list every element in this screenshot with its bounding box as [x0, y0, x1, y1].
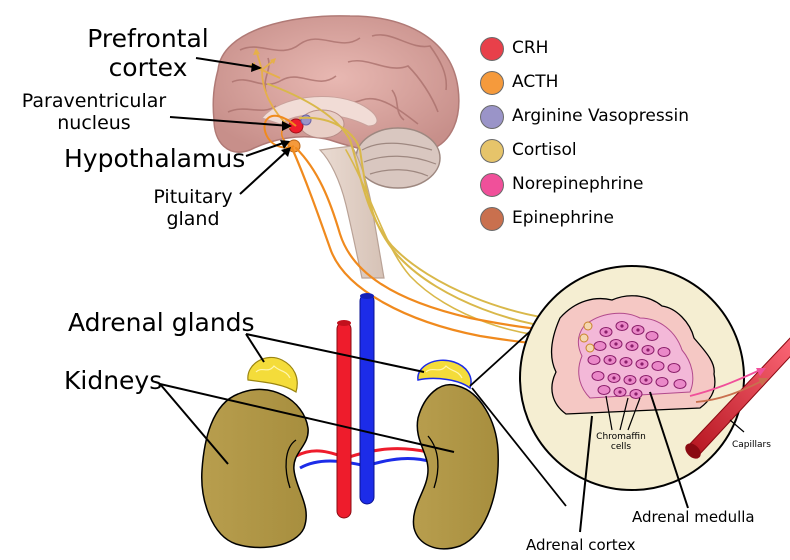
aorta — [337, 322, 351, 518]
left-kidney — [202, 389, 308, 547]
adrenal-glands-label: Adrenal glands — [68, 308, 255, 337]
pituitary-gland-label: Pituitary gland — [140, 186, 246, 230]
prefrontal-label-line1: Prefrontal — [86, 24, 210, 53]
prefrontal-label-line2: cortex — [86, 53, 210, 82]
vena-cava — [360, 294, 374, 504]
crh-swatch — [480, 37, 504, 61]
legend-label-cortisol: Cortisol — [512, 140, 577, 160]
vasopressin-swatch — [480, 105, 504, 129]
legend-label-norepinephrine: Norepinephrine — [512, 174, 643, 194]
cortisol-swatch — [480, 139, 504, 163]
kidneys-label: Kidneys — [64, 366, 162, 395]
pituitary-label-line2: gland — [140, 208, 246, 230]
pituitary-label-line1: Pituitary — [140, 186, 246, 208]
adrenal-cortex-label: Adrenal cortex — [526, 536, 636, 554]
acth-swatch — [480, 71, 504, 95]
right-adrenal-gland — [418, 360, 471, 388]
paraventricular-label-line2: nucleus — [8, 112, 180, 134]
brain-illustration — [213, 16, 459, 278]
legend-label-vasopressin: Arginine Vasopressin — [512, 106, 689, 126]
paraventricular-nucleus-label: Paraventricular nucleus — [8, 90, 180, 134]
norepinephrine-swatch — [480, 173, 504, 197]
cerebellum — [356, 128, 440, 188]
capillars-label: Capillars — [732, 440, 771, 450]
right-kidney — [413, 385, 498, 549]
prefrontal-cortex-label: Prefrontal cortex — [86, 24, 210, 82]
vasopressin-marker — [301, 115, 311, 125]
left-adrenal-gland — [248, 357, 297, 392]
legend-label-acth: ACTH — [512, 72, 558, 92]
legend-label-epinephrine: Epinephrine — [512, 208, 614, 228]
epinephrine-swatch — [480, 207, 504, 231]
renal-artery-right — [346, 449, 428, 458]
adrenal-medulla-label: Adrenal medulla — [632, 508, 755, 526]
chromaffin-label-line1: Chromaffin — [594, 432, 648, 442]
adrenal-zoom-inset — [470, 266, 790, 532]
body-pointer-lines — [160, 334, 454, 464]
renal-vein-right — [366, 459, 432, 466]
legend-label-crh: CRH — [512, 38, 548, 58]
hypothalamus-label: Hypothalamus — [64, 144, 245, 173]
chromaffin-label-line2: cells — [594, 442, 648, 452]
paraventricular-label-line1: Paraventricular — [8, 90, 180, 112]
renal-vein-left — [300, 461, 366, 468]
chromaffin-cells-label: Chromaffin cells — [594, 432, 648, 452]
